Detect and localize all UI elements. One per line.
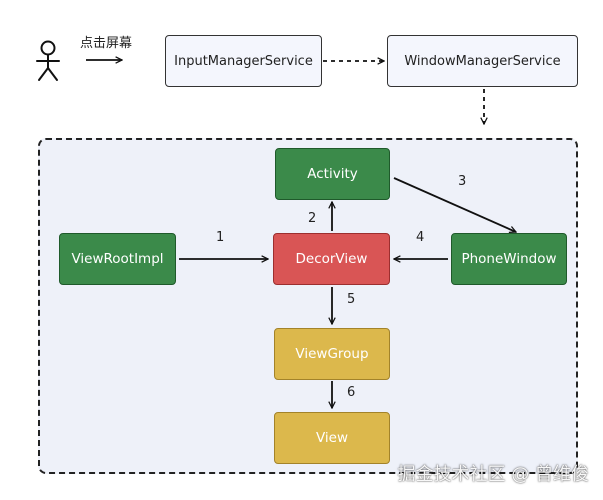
edge-5-label: 5	[347, 292, 356, 307]
phone-window-node: PhoneWindow	[451, 233, 567, 285]
click-screen-label: 点击屏幕	[80, 36, 133, 51]
edge-1-label: 1	[216, 230, 225, 245]
watermark-text: 掘金技术社区 @ 曾维俊	[397, 464, 589, 485]
input-manager-service-node: InputManagerService	[165, 35, 322, 87]
view-node: View	[274, 412, 390, 464]
person-icon	[36, 40, 60, 81]
edge-3-label: 3	[458, 174, 467, 189]
edge-4-label: 4	[416, 230, 425, 245]
activity-node: Activity	[275, 148, 390, 200]
view-root-impl-node: ViewRootImpl	[59, 233, 176, 285]
view-group-node: ViewGroup	[274, 328, 390, 380]
window-manager-service-node: WindowManagerService	[387, 35, 578, 87]
decor-view-node: DecorView	[273, 233, 390, 285]
edge-6-label: 6	[347, 385, 356, 400]
edge-2-label: 2	[308, 211, 317, 226]
